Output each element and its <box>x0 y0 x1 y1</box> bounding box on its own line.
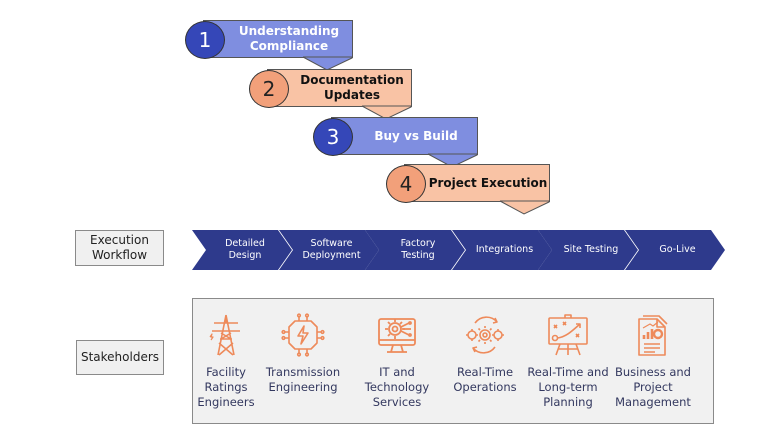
strategy-board-icon <box>546 313 590 357</box>
label-line: Real-Time <box>456 365 514 379</box>
label-line: Execution <box>90 233 149 247</box>
label-line: Technology <box>364 380 430 394</box>
label-line: Deployment <box>302 250 361 261</box>
phase-bar <box>203 20 353 58</box>
label-line: Design <box>228 250 262 261</box>
workflow-step-label: Go-Live <box>653 244 695 256</box>
label-line: Transmission <box>265 365 341 379</box>
computer-gear-icon <box>375 313 419 357</box>
phase-label-line: Buy vs Build <box>374 128 458 143</box>
workflow-step-label: Site Testing <box>558 244 619 256</box>
phase-bar <box>331 117 478 155</box>
phase-1: 1 Understanding Compliance <box>185 20 355 71</box>
label-line: Business and <box>614 365 691 379</box>
phase-pointer <box>302 56 353 71</box>
label-line: Management <box>615 395 691 409</box>
phase-pointer <box>499 200 550 215</box>
label-line: Facility <box>206 365 246 379</box>
workflow-step-label: Integrations <box>470 244 533 256</box>
label-line: Detailed <box>225 238 265 249</box>
transmission-tower-icon <box>204 313 248 357</box>
chevron-shape <box>538 230 638 270</box>
phase-number: 2 <box>249 70 289 108</box>
phase-bar <box>404 164 550 202</box>
phase-number: 1 <box>185 21 225 59</box>
phase-label-line: Project Execution <box>428 175 548 190</box>
label-line: Engineering <box>268 380 338 394</box>
phase-label-line: Documentation <box>300 73 404 87</box>
label-line: Testing <box>401 250 435 261</box>
label-line: Integrations <box>475 244 534 255</box>
execution-workflow-label: Execution Workflow <box>75 230 164 266</box>
workflow-step: Go-Live <box>624 230 725 270</box>
phase-pointer <box>427 153 478 168</box>
workflow-step: Site Testing <box>538 230 638 270</box>
label-line: Services <box>372 395 422 409</box>
stakeholders-label: Stakeholders <box>76 340 164 375</box>
phase-label: Documentation Updates <box>291 69 413 107</box>
phase-2: 2 Documentation Updates <box>249 69 419 120</box>
phase-label: Project Execution <box>422 164 554 202</box>
chevron-shape <box>451 230 552 270</box>
label-line: Go-Live <box>659 244 696 255</box>
phase-label-line: Updates <box>323 88 381 102</box>
phase-number: 3 <box>313 118 353 156</box>
label-line: Planning <box>543 395 593 409</box>
chevron-shape <box>365 230 465 270</box>
phase-3: 3 Buy vs Build <box>313 117 483 168</box>
label-line: Engineers <box>197 395 255 409</box>
report-document-icon <box>631 313 675 357</box>
phase-label-line: Compliance <box>249 39 329 53</box>
phase-4: 4 Project Execution <box>386 164 556 215</box>
lightning-chip-icon <box>281 313 325 357</box>
label-line: Workflow <box>91 248 148 262</box>
chevron-shape <box>192 230 292 270</box>
label-line: Site Testing <box>563 244 619 255</box>
label-line: IT and <box>379 365 415 379</box>
label-line: Real-Time and <box>527 365 609 379</box>
workflow-step: Integrations <box>451 230 552 270</box>
label-text: Stakeholders <box>80 350 160 364</box>
phase-label: Understanding Compliance <box>229 20 349 58</box>
label-line: Factory <box>400 238 436 249</box>
phase-bar <box>267 69 412 107</box>
label-line: Operations <box>453 380 517 394</box>
gears-cycle-icon <box>463 313 507 357</box>
phase-label: Buy vs Build <box>355 117 477 155</box>
label-line: Project <box>633 380 673 394</box>
label-line: Ratings <box>204 380 248 394</box>
chevron-shape <box>278 230 379 270</box>
label-line: Software <box>310 238 353 249</box>
label-line: Long-term <box>538 380 598 394</box>
phase-label-line: Understanding <box>238 24 340 38</box>
phase-number: 4 <box>386 165 426 203</box>
phase-pointer <box>361 105 412 120</box>
chevron-shape <box>624 230 725 270</box>
